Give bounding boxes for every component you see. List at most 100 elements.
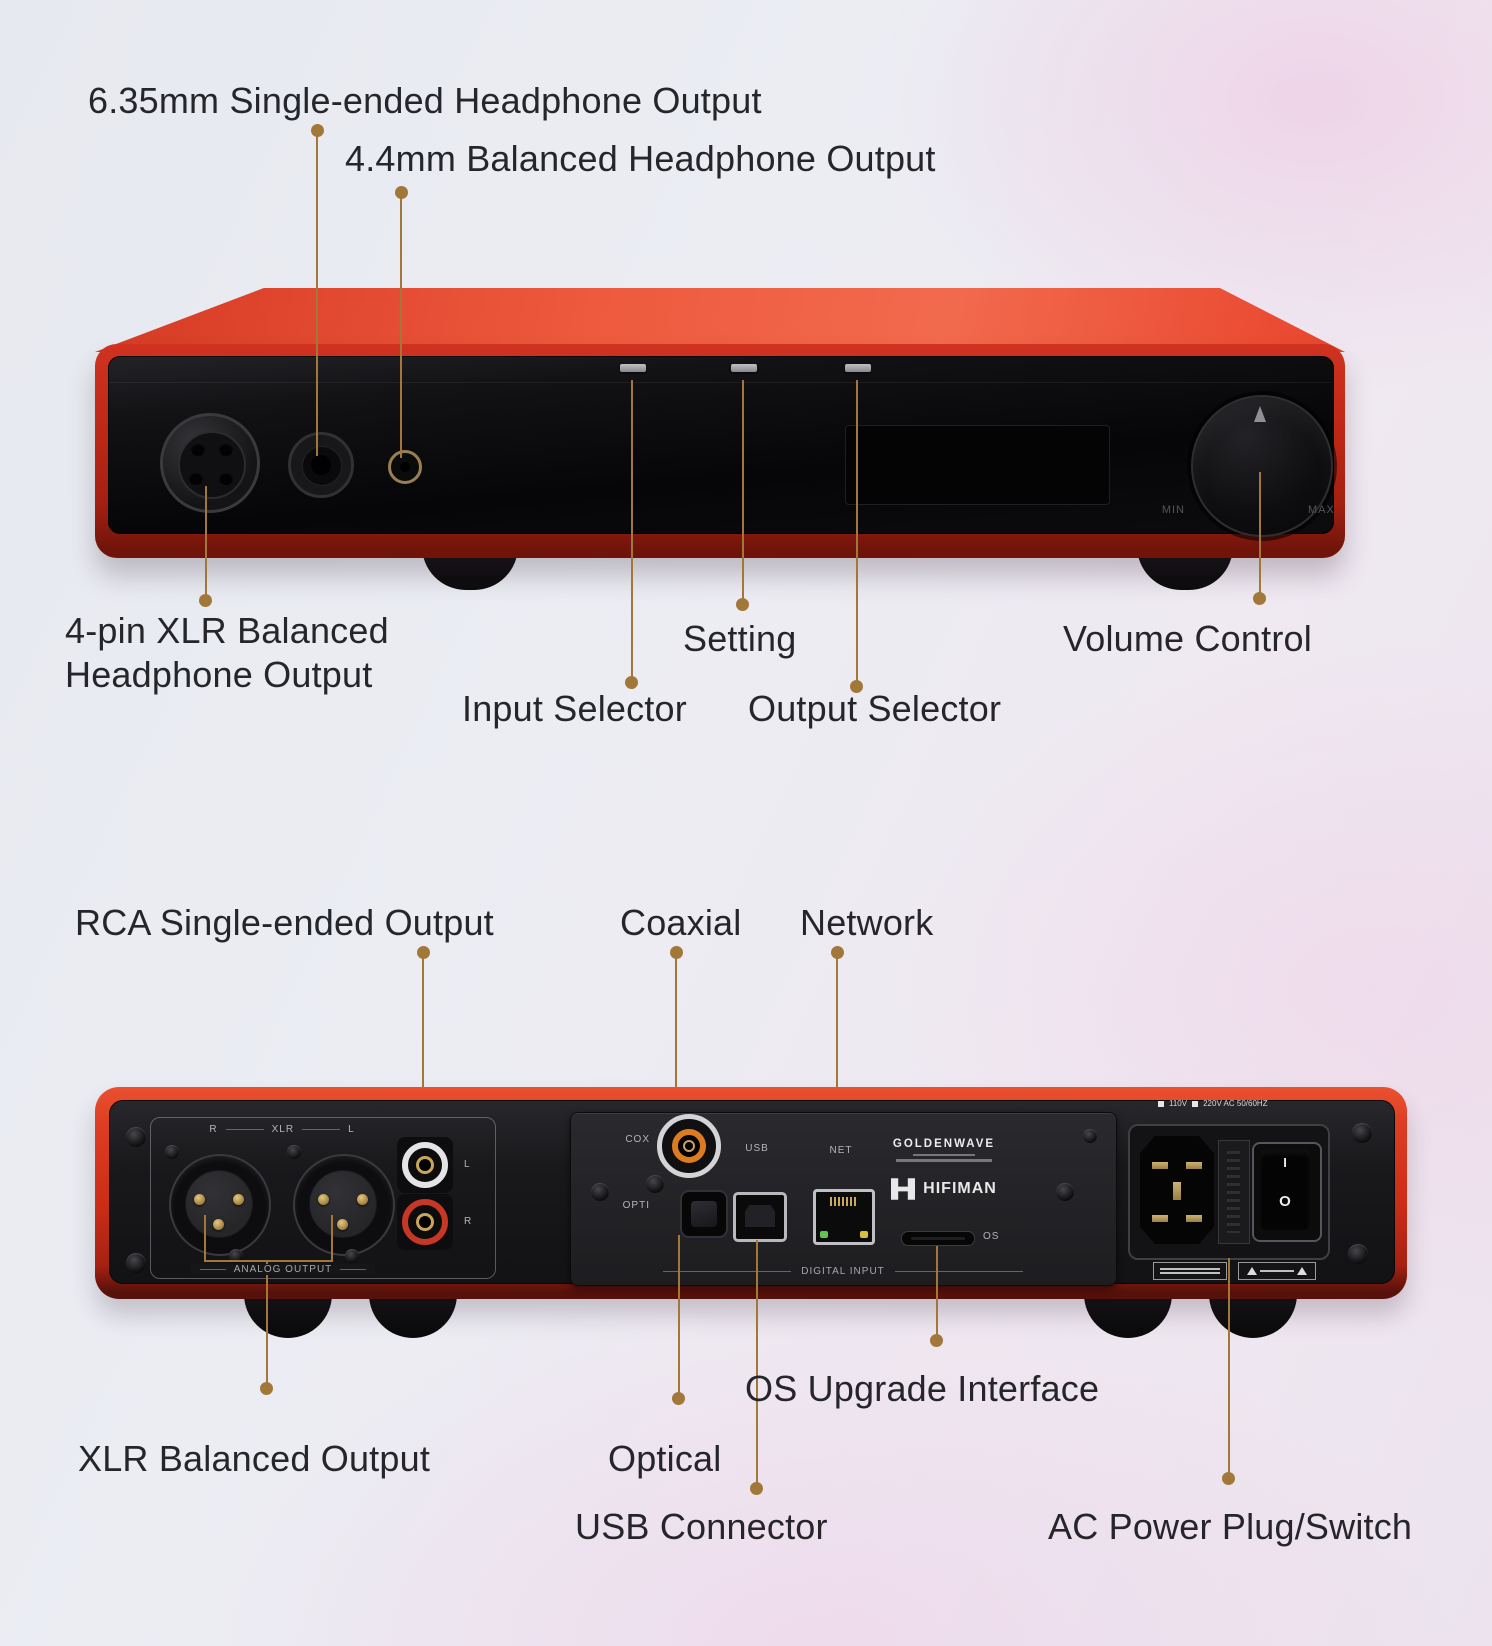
screw xyxy=(591,1183,609,1201)
callout-dot xyxy=(311,124,324,137)
callout-dot xyxy=(672,1392,685,1405)
label-rca-output: RCA Single-ended Output xyxy=(75,902,494,943)
label-xlr-balanced: XLR Balanced Output xyxy=(78,1438,431,1479)
label-input-selector: Input Selector xyxy=(462,688,687,729)
xlr-output-right[interactable] xyxy=(169,1154,271,1256)
goldenwave-branding: GOLDENWAVE xyxy=(854,1138,1034,1162)
chassis-top-face xyxy=(95,288,1345,352)
callout-line xyxy=(400,198,402,458)
screw xyxy=(646,1175,664,1193)
label-4pin-xlr-line2: Headphone Output xyxy=(65,654,373,695)
callout-line xyxy=(675,958,677,1130)
screw xyxy=(229,1249,243,1263)
callout-dot xyxy=(260,1382,273,1395)
max-label: MAX xyxy=(1308,504,1335,516)
label-output-selector: Output Selector xyxy=(748,688,1002,729)
rca-l-label: L xyxy=(464,1159,471,1170)
xlr-headphone-jack[interactable] xyxy=(160,413,260,513)
output-selector-button[interactable] xyxy=(845,364,871,372)
callout-line xyxy=(1259,472,1261,596)
callout-dot xyxy=(850,680,863,693)
label-coaxial: Coaxial xyxy=(620,902,742,943)
panel-seam xyxy=(108,382,1332,383)
callout-line xyxy=(205,486,207,598)
screw xyxy=(1352,1123,1372,1143)
label-44mm-output: 4.4mm Balanced Headphone Output xyxy=(345,138,936,179)
callout-dot xyxy=(1253,592,1266,605)
callout-line xyxy=(331,1215,333,1262)
input-selector-button[interactable] xyxy=(620,364,646,372)
voltage-110: 110V xyxy=(1169,1099,1188,1108)
label-635mm-output: 6.35mm Single-ended Headphone Output xyxy=(88,80,762,121)
callout-line xyxy=(631,380,633,680)
callout-dot xyxy=(750,1482,763,1495)
callout-dot xyxy=(625,676,638,689)
hifiman-logo-text: HIFIMAN xyxy=(923,1180,997,1197)
screw xyxy=(1056,1183,1074,1201)
digital-input-caption: DIGITAL INPUT xyxy=(618,1266,1068,1277)
screw xyxy=(1348,1244,1368,1264)
screw xyxy=(165,1145,179,1159)
label-setting: Setting xyxy=(683,618,797,659)
callout-line xyxy=(742,380,744,602)
hifiman-logo-icon xyxy=(891,1178,916,1200)
callout-dot xyxy=(395,186,408,199)
label-network: Network xyxy=(800,902,934,943)
callout-line xyxy=(856,380,858,684)
callout-dot xyxy=(736,598,749,611)
opti-label: OPTI xyxy=(622,1200,650,1211)
label-optical: Optical xyxy=(608,1438,722,1479)
label-ac-power: AC Power Plug/Switch xyxy=(1048,1506,1413,1547)
amplifier-back-view: R XLR L xyxy=(95,1087,1407,1338)
callout-dot xyxy=(417,946,430,959)
optical-port[interactable] xyxy=(680,1190,728,1238)
callout-dot xyxy=(831,946,844,959)
callout-line xyxy=(936,1246,938,1338)
screw xyxy=(1083,1129,1097,1143)
fuse-drawer[interactable] xyxy=(1218,1140,1250,1244)
ethernet-led-green xyxy=(820,1231,828,1238)
usb-label: USB xyxy=(745,1143,769,1154)
callout-dot xyxy=(1222,1472,1235,1485)
ethernet-led-amber xyxy=(860,1231,868,1238)
analog-output-caption: ANALOG OUTPUT xyxy=(191,1264,375,1275)
net-label: NET xyxy=(829,1145,853,1156)
rca-jack-l[interactable] xyxy=(397,1137,453,1193)
hifiman-branding: HIFIMAN xyxy=(844,1176,1044,1202)
callout-line xyxy=(316,136,318,456)
callout-dot xyxy=(930,1334,943,1347)
cox-label: COX xyxy=(625,1134,650,1145)
xlr-channel-header: R XLR L xyxy=(192,1124,372,1135)
callout-line xyxy=(1228,1258,1230,1476)
callout-dot xyxy=(199,594,212,607)
label-4pin-xlr-line1: 4-pin XLR Balanced xyxy=(65,610,389,651)
rca-jack-r[interactable] xyxy=(397,1194,453,1250)
os-upgrade-slot[interactable] xyxy=(901,1231,975,1246)
screw xyxy=(287,1145,301,1159)
power-switch-off-mark: O xyxy=(1279,1193,1291,1210)
ethernet-port[interactable] xyxy=(813,1189,875,1245)
rca-r-label: R xyxy=(464,1216,473,1227)
warning-triangle-icon xyxy=(1297,1267,1307,1275)
screw xyxy=(126,1253,146,1273)
usb-b-port[interactable] xyxy=(733,1192,787,1242)
callout-dot xyxy=(670,946,683,959)
jack-6-35mm[interactable] xyxy=(288,432,354,498)
callout-line xyxy=(836,958,838,1202)
screw xyxy=(345,1249,359,1263)
callout-line xyxy=(204,1260,333,1262)
front-display xyxy=(845,425,1110,505)
knob-pointer-icon xyxy=(1254,406,1266,422)
goldenwave-logo-text: GOLDENWAVE xyxy=(892,1138,996,1150)
min-label: MIN xyxy=(1161,504,1185,516)
jack-4-4mm[interactable] xyxy=(388,450,422,484)
xlr-output-left[interactable] xyxy=(293,1154,395,1256)
callout-line xyxy=(204,1215,206,1262)
warning-sticker xyxy=(1238,1262,1316,1280)
amplifier-front-view: MIN MAX xyxy=(95,288,1345,590)
setting-button[interactable] xyxy=(731,364,757,372)
coaxial-jack[interactable] xyxy=(657,1114,721,1178)
label-usb-connector: USB Connector xyxy=(575,1506,828,1547)
screw xyxy=(126,1127,146,1147)
